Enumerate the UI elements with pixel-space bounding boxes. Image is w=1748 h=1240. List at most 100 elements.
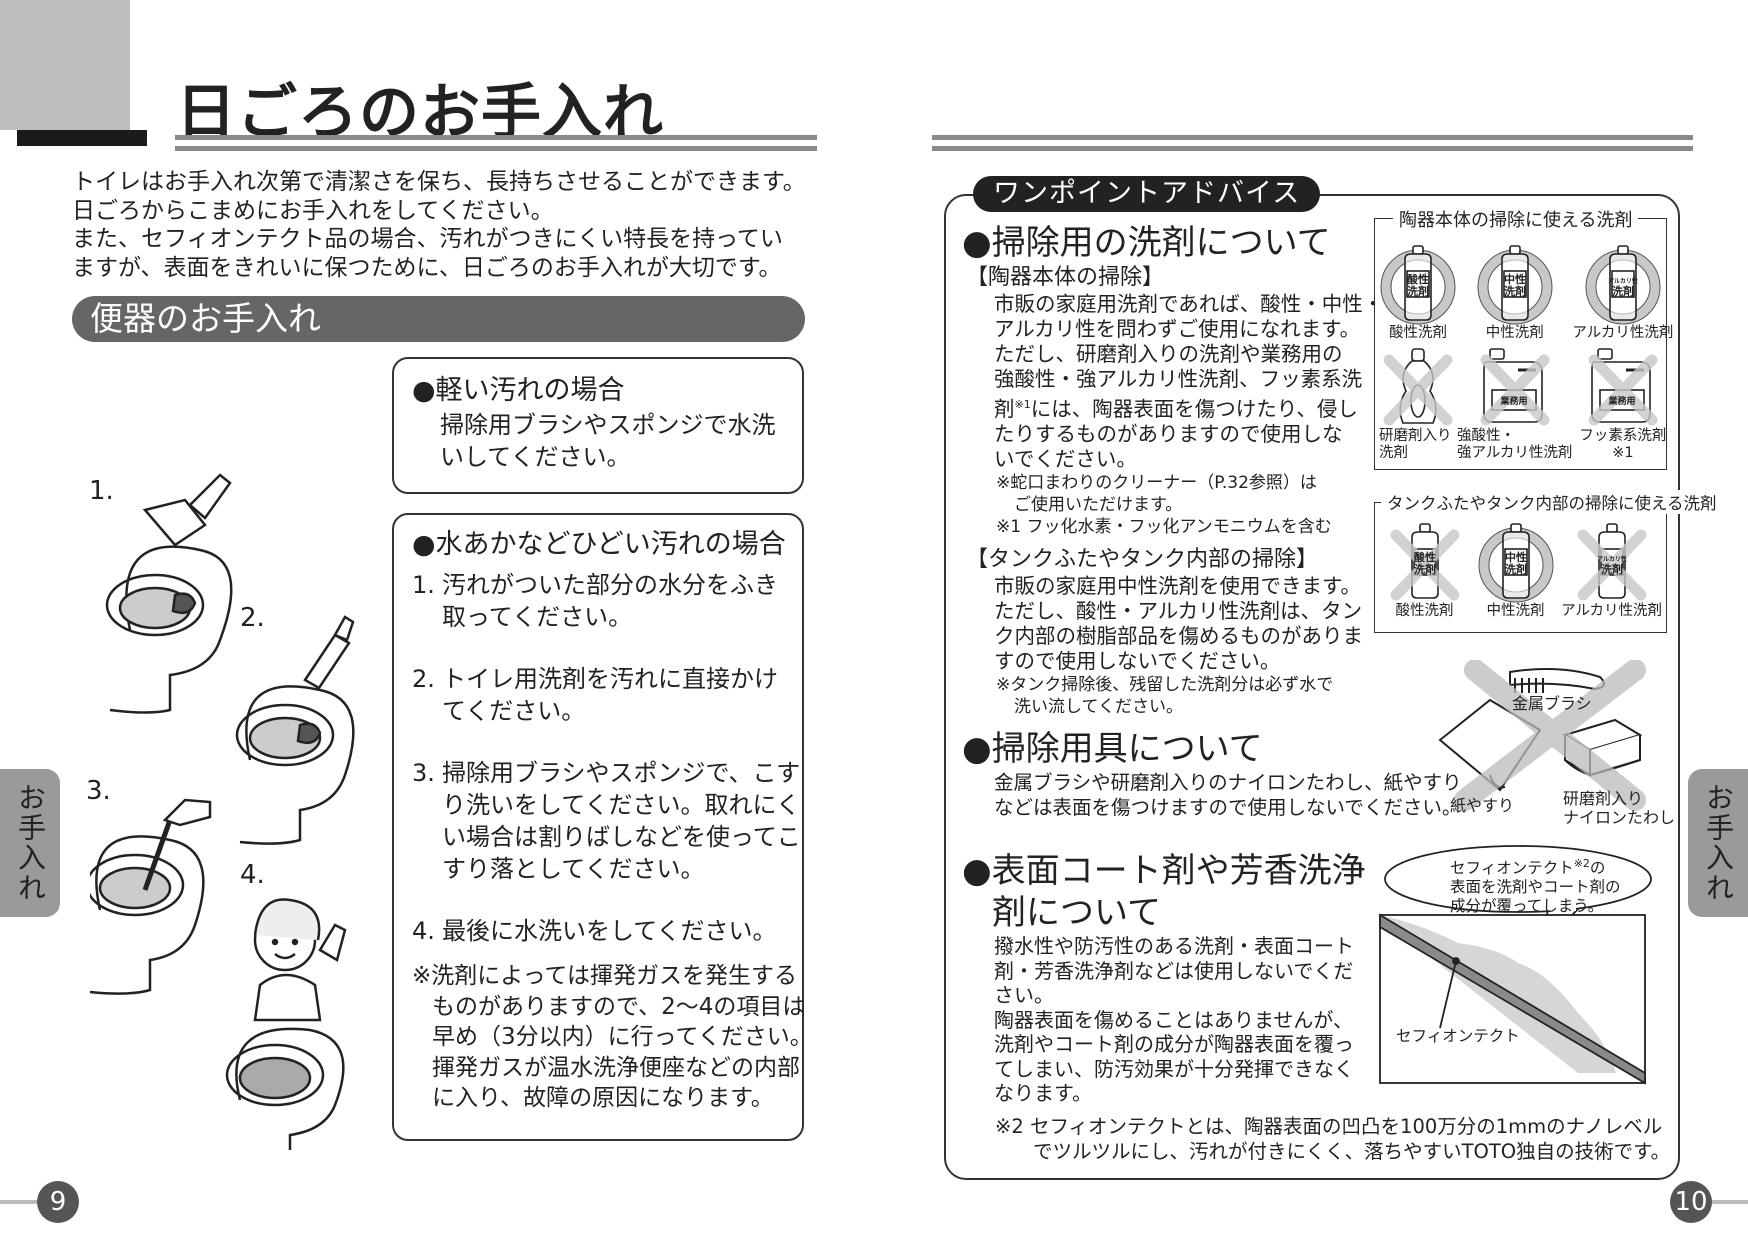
text-line: 掃除用ブラシやスポンジで水洗 (440, 411, 776, 439)
text-line: 掃除用ブラシやスポンジで、こす (442, 759, 801, 787)
bottle-icon (1500, 245, 1529, 321)
bubble-text: セフィオンテクト※2の 表面を洗剤やコート剤の成分が覆ってしまう。 (1450, 854, 1621, 916)
text-line: ※2 セフィオンテクトとは、陶器表面の凹凸を100万分の1mmのナノレベル (995, 1115, 1663, 1138)
title-rule-bottom (175, 146, 817, 151)
text-line: 撥水性や防汚性のある洗剤・表面コート (994, 934, 1354, 958)
detergent-item: 研磨剤入り洗剤 (1379, 346, 1457, 462)
ceramic-text-line: 剤※1には、陶器表面を傷つけたり、侵し (962, 392, 1372, 422)
detergent-caption: 強酸性・強アルカリ性洗剤 (1457, 428, 1572, 462)
text-line: 表面を洗剤やコート剤の (1450, 878, 1621, 897)
text-line: 剤について (992, 893, 1161, 933)
detergent-item: 酸性洗剤酸性洗剤 (1379, 521, 1470, 620)
detergent-icon: 中性洗剤 (1478, 523, 1554, 603)
page-number-line (0, 1200, 40, 1204)
text-line: ますが、表面をきれいに保つために、日ごろのお手入れが大切です。 (72, 254, 782, 281)
bottle-label: 洗剤 (1505, 562, 1527, 576)
step-4: 4. 最後に水洗いをしてください。 (412, 915, 802, 947)
footnote-2: ※2 セフィオンテクトとは、陶器表面の凹凸を100万分の1mmのナノレベルでツル… (995, 1114, 1670, 1164)
detergent-icon: 業務用 (1480, 348, 1550, 426)
detergent-caption: 酸性洗剤 (1379, 603, 1470, 620)
step-number: 1. (412, 571, 435, 599)
bottle-label: 洗剤 (1504, 284, 1526, 298)
detergent-heading: ●掃除用の洗剤について (962, 223, 1331, 263)
step-number: 4. (412, 917, 435, 945)
light-stain-box: ●軽い汚れの場合 掃除用ブラシやスポンジで水洗いしてください。 (392, 357, 804, 494)
tank-detergent-chart: タンクふたやタンク内部の掃除に使える洗剤 酸性洗剤酸性洗剤中性洗剤中性洗剤アルカ… (1374, 490, 1723, 633)
page-number: 9 (37, 1181, 79, 1223)
text-line: ※タンク掃除後、残留した洗剤分は必ず水で (996, 674, 1334, 695)
detergent-caption: 研磨剤入り洗剤 (1379, 428, 1457, 462)
prohibited-cross-icon (1454, 660, 1646, 811)
intro-paragraph: トイレはお手入れ次第で清潔さを保ち、長持ちさせることができます。日ごろからこまめ… (72, 168, 806, 282)
light-stain-text: 掃除用ブラシやスポンジで水洗いしてください。 (412, 409, 802, 473)
text: には、陶器表面を傷つけたり、侵し (1030, 396, 1358, 421)
text-line: いでください。 (994, 446, 1137, 471)
text-line: ※洗剤によっては揮発ガスを発生する (412, 963, 797, 989)
step-text: 汚れがついた部分の水分をふき取ってください。 (442, 569, 778, 633)
bottle-label: アルカリ性 (1608, 277, 1638, 285)
text-line: 金属ブラシや研磨剤入りのナイロンたわし、紙やすり (994, 771, 1462, 794)
detergent-icon-grid: 酸性洗剤酸性洗剤中性洗剤中性洗剤アルカリ性洗剤アルカリ性洗剤研磨剤入り洗剤業務用… (1375, 219, 1673, 462)
text-line: トイレはお手入れ次第で清潔さを保ち、長持ちさせることができます。 (72, 169, 806, 195)
toilet-step4-illustration (225, 898, 347, 1150)
heavy-stain-box: ●水あかなどひどい汚れの場合 1. 汚れがついた部分の水分をふき取ってください。… (392, 513, 813, 1141)
side-tab-maintenance: お手入れ (0, 769, 60, 917)
step-number: 3. (412, 759, 435, 787)
tools-heading: ●掃除用具について (962, 729, 1263, 769)
text-line: 剤・芳香洗浄剤などは使用しないでくだ (994, 958, 1354, 983)
text-line: アルカリ性洗剤 (1572, 325, 1674, 341)
text-line: 酸性洗剤 (1395, 603, 1454, 619)
text-line: ※蛇口まわりのクリーナー（P.32参照）は (996, 472, 1317, 493)
text-line: 洗剤 (1379, 445, 1408, 461)
tools-section: ●掃除用具について 金属ブラシや研磨剤入りのナイロンたわし、紙やすりなどは表面を… (962, 728, 1462, 820)
text-line: ナイロンたわし (1563, 808, 1676, 827)
bottle-label: 洗剤 (1601, 562, 1623, 576)
text-line: 研磨剤入り (1563, 789, 1644, 808)
detergent-caption: アルカリ性洗剤 (1572, 325, 1673, 342)
text-line: フッ素系洗剤 (1579, 428, 1667, 444)
step-2: 2. トイレ用洗剤を汚れに直接かけてください。 (412, 663, 802, 727)
ceramic-text: 市販の家庭用洗剤であれば、酸性・中性・アルカリ性を問わずご使用になれます。ただし… (962, 292, 1383, 392)
bottle-label: 酸性 (1407, 272, 1429, 286)
illustration-label-3: 3. (86, 776, 111, 806)
text-line: トイレ用洗剤を汚れに直接かけ (442, 665, 778, 693)
detergent-item: アルカリ性洗剤アルカリ性洗剤 (1572, 243, 1673, 342)
detergent-icon (1383, 348, 1453, 426)
step-text: 掃除用ブラシやスポンジで、こすり洗いをしてください。取れにくい場合は割りばしなど… (442, 757, 801, 885)
detergent-item: アルカリ性洗剤アルカリ性洗剤 (1561, 521, 1662, 620)
caution-note: ※洗剤によっては揮発ガスを発生するものがありますので、2～4の項目は早め（3分以… (412, 961, 813, 1114)
ng-cross-icon (1480, 354, 1550, 426)
text: の (1589, 859, 1606, 878)
text-line: ものがありますので、2～4の項目は (432, 993, 806, 1020)
text-line: り洗いをしてください。取れにく (442, 791, 801, 819)
tank-detergent-title: タンクふたやタンク内部の掃除に使える洗剤 (1381, 490, 1723, 514)
text-line: 中性洗剤 (1485, 325, 1544, 341)
text-line: などは表面を傷つけますので使用しないでください。 (994, 796, 1462, 819)
header-rule-bottom (932, 146, 1693, 151)
jerrycan-label: 業務用 (1607, 395, 1635, 407)
title-rule-top (175, 135, 817, 140)
detergent-icon: アルカリ性洗剤 (1585, 245, 1661, 325)
coating-heading: ●表面コート剤や芳香洗浄剤について (962, 850, 1366, 934)
bottle-icon (1404, 245, 1432, 321)
detergent-icon: 酸性洗剤 (1390, 523, 1460, 601)
bottle-label: 中性 (1505, 550, 1527, 564)
wire-brush-label: 金属ブラシ (1512, 694, 1592, 713)
text: セフィオンテクト (1450, 859, 1574, 878)
text-line: でツルツルにし、汚れが付きにくく、落ちやすいTOTO独自の技術です。 (1033, 1140, 1671, 1163)
page-number: 10 (1670, 1181, 1712, 1223)
jerrycan-label: 業務用 (1499, 395, 1527, 407)
side-tab-maintenance: お手入れ (1688, 769, 1748, 917)
text-line: なります。 (994, 1081, 1092, 1105)
text-line: 取ってください。 (442, 603, 633, 631)
text-line: セフィオンテクト※2の (1450, 854, 1621, 878)
coating-diagram (1379, 845, 1652, 1085)
text-line: 早め（3分以内）に行ってください。 (432, 1024, 813, 1050)
text-line: 市販の家庭用中性洗剤を使用できます。 (994, 573, 1361, 598)
text-line: 揮発ガスが温水洗浄便座などの内部 (432, 1054, 800, 1081)
detergent-caption: フッ素系洗剤※1 (1572, 428, 1673, 462)
text-line: さい。 (994, 983, 1054, 1007)
detergent-icon: 中性洗剤 (1477, 245, 1553, 325)
light-stain-heading: ●軽い汚れの場合 (412, 375, 625, 406)
text-line: ご使用いただけます。 (1014, 494, 1183, 515)
